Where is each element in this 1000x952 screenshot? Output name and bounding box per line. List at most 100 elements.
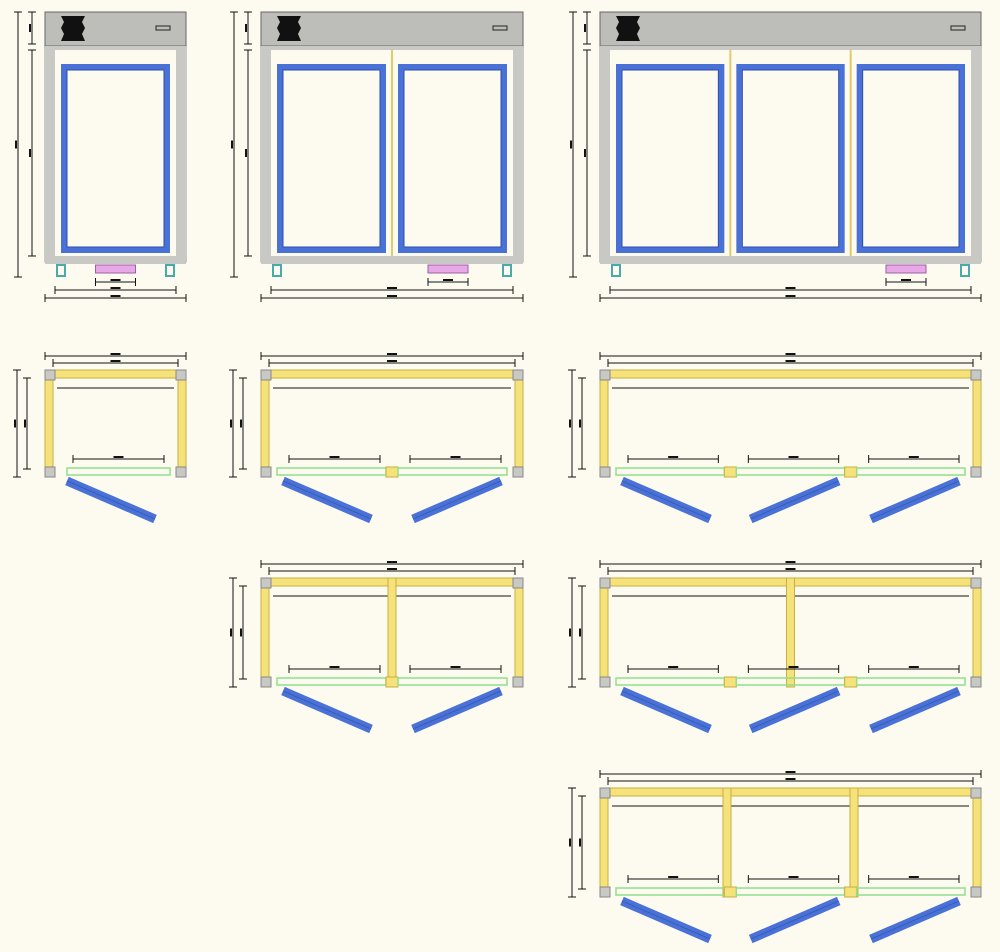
foot-left (56, 264, 66, 277)
right-wall (972, 787, 982, 898)
dimension-label-mark (584, 149, 586, 157)
left-wall (260, 577, 270, 688)
dimension-label-mark (329, 456, 340, 458)
mullion (723, 886, 737, 898)
dimension-label-mark (231, 140, 233, 149)
dimension-label-mark (24, 419, 26, 428)
corner-post (599, 886, 611, 898)
mullion (844, 676, 858, 688)
right-wall (514, 369, 524, 478)
plan-3-door-2-partitions (568, 770, 982, 944)
partition (722, 787, 732, 898)
dimension-label-mark (584, 24, 586, 32)
dimension-label-mark (29, 149, 31, 157)
glass-door (277, 64, 386, 253)
dimension-label-mark (110, 279, 121, 281)
door-track (397, 677, 508, 686)
dimension-label-mark (387, 561, 397, 563)
left-wall (260, 369, 270, 478)
foot-left (611, 264, 621, 277)
dimension-label-mark (785, 287, 796, 289)
dimension-label-mark (901, 279, 911, 281)
dimension-label-mark (785, 778, 796, 780)
dimension-label-mark (908, 666, 919, 668)
elevation-3-door (569, 11, 982, 302)
glass-door-inner-edge (66, 69, 165, 248)
open-door-leaf-edge (621, 480, 711, 520)
dimension-label-mark (788, 666, 799, 668)
corner-post (970, 577, 982, 589)
corner-post (599, 787, 611, 799)
corner-post (44, 466, 56, 478)
dimension-label-mark (14, 419, 16, 428)
corner-post (599, 676, 611, 688)
dimension-label-mark (240, 419, 242, 428)
dimension-label-mark (387, 568, 397, 570)
vent-grille (427, 264, 469, 274)
corner-post (512, 466, 524, 478)
dimension-label-mark (579, 419, 581, 428)
dimension-label-mark (15, 140, 17, 149)
mullion (723, 466, 737, 478)
dimension-label-mark (110, 295, 121, 297)
logo-icon (616, 16, 640, 41)
right-post (971, 46, 981, 262)
door-track (735, 467, 846, 476)
dimension-label-mark (245, 149, 247, 157)
dimension-label-mark (110, 353, 121, 355)
right-post (513, 46, 523, 262)
left-wall (599, 577, 609, 688)
dimension-label-mark (110, 287, 121, 289)
right-wall (177, 369, 187, 478)
corner-post (512, 369, 524, 381)
dimension-label-mark (785, 561, 796, 563)
dimension-label-mark (668, 876, 679, 878)
top-rail (45, 46, 186, 50)
dimension-label-mark (450, 456, 461, 458)
corner-post (260, 466, 272, 478)
back-rail (599, 369, 982, 379)
corner-post (970, 676, 982, 688)
foot-right (960, 264, 970, 277)
top-rail (600, 46, 981, 50)
dimension-label-mark (387, 295, 397, 297)
logo-icon (277, 16, 301, 41)
door-track (397, 467, 508, 476)
dimension-label-mark (230, 628, 232, 637)
mullion (723, 676, 737, 688)
dimension-label-mark (785, 771, 796, 773)
left-wall (599, 787, 609, 898)
mullion (385, 466, 399, 478)
corner-post (599, 369, 611, 381)
elevation-2-door (230, 11, 524, 302)
elevation-1-door (14, 11, 187, 302)
dimension-label-mark (387, 287, 397, 289)
corner-post (970, 466, 982, 478)
corner-post (512, 676, 524, 688)
left-wall (44, 369, 54, 478)
corner-post (599, 577, 611, 589)
dimension-label-mark (230, 419, 232, 428)
open-door-leaf-edge (412, 480, 502, 520)
glass-door-inner-edge (862, 69, 960, 248)
bottom-rail (261, 256, 523, 264)
open-door-leaf-edge (870, 690, 960, 730)
back-rail (599, 787, 982, 797)
top-canopy (599, 11, 982, 47)
glass-door (398, 64, 507, 253)
dimension-label-mark (113, 456, 124, 458)
dimension-label-mark (110, 360, 121, 362)
logo-icon (61, 16, 85, 41)
glass-door-inner-edge (403, 69, 502, 248)
dimension-label-mark (245, 24, 247, 32)
door-track (276, 467, 387, 476)
back-rail (260, 369, 524, 379)
left-post (600, 46, 610, 262)
partition (387, 577, 397, 688)
vent-grille (95, 264, 136, 274)
thermostat-icon (492, 25, 508, 31)
dimension-label-mark (569, 628, 571, 637)
corner-post (260, 676, 272, 688)
dimension-label-mark (785, 360, 796, 362)
